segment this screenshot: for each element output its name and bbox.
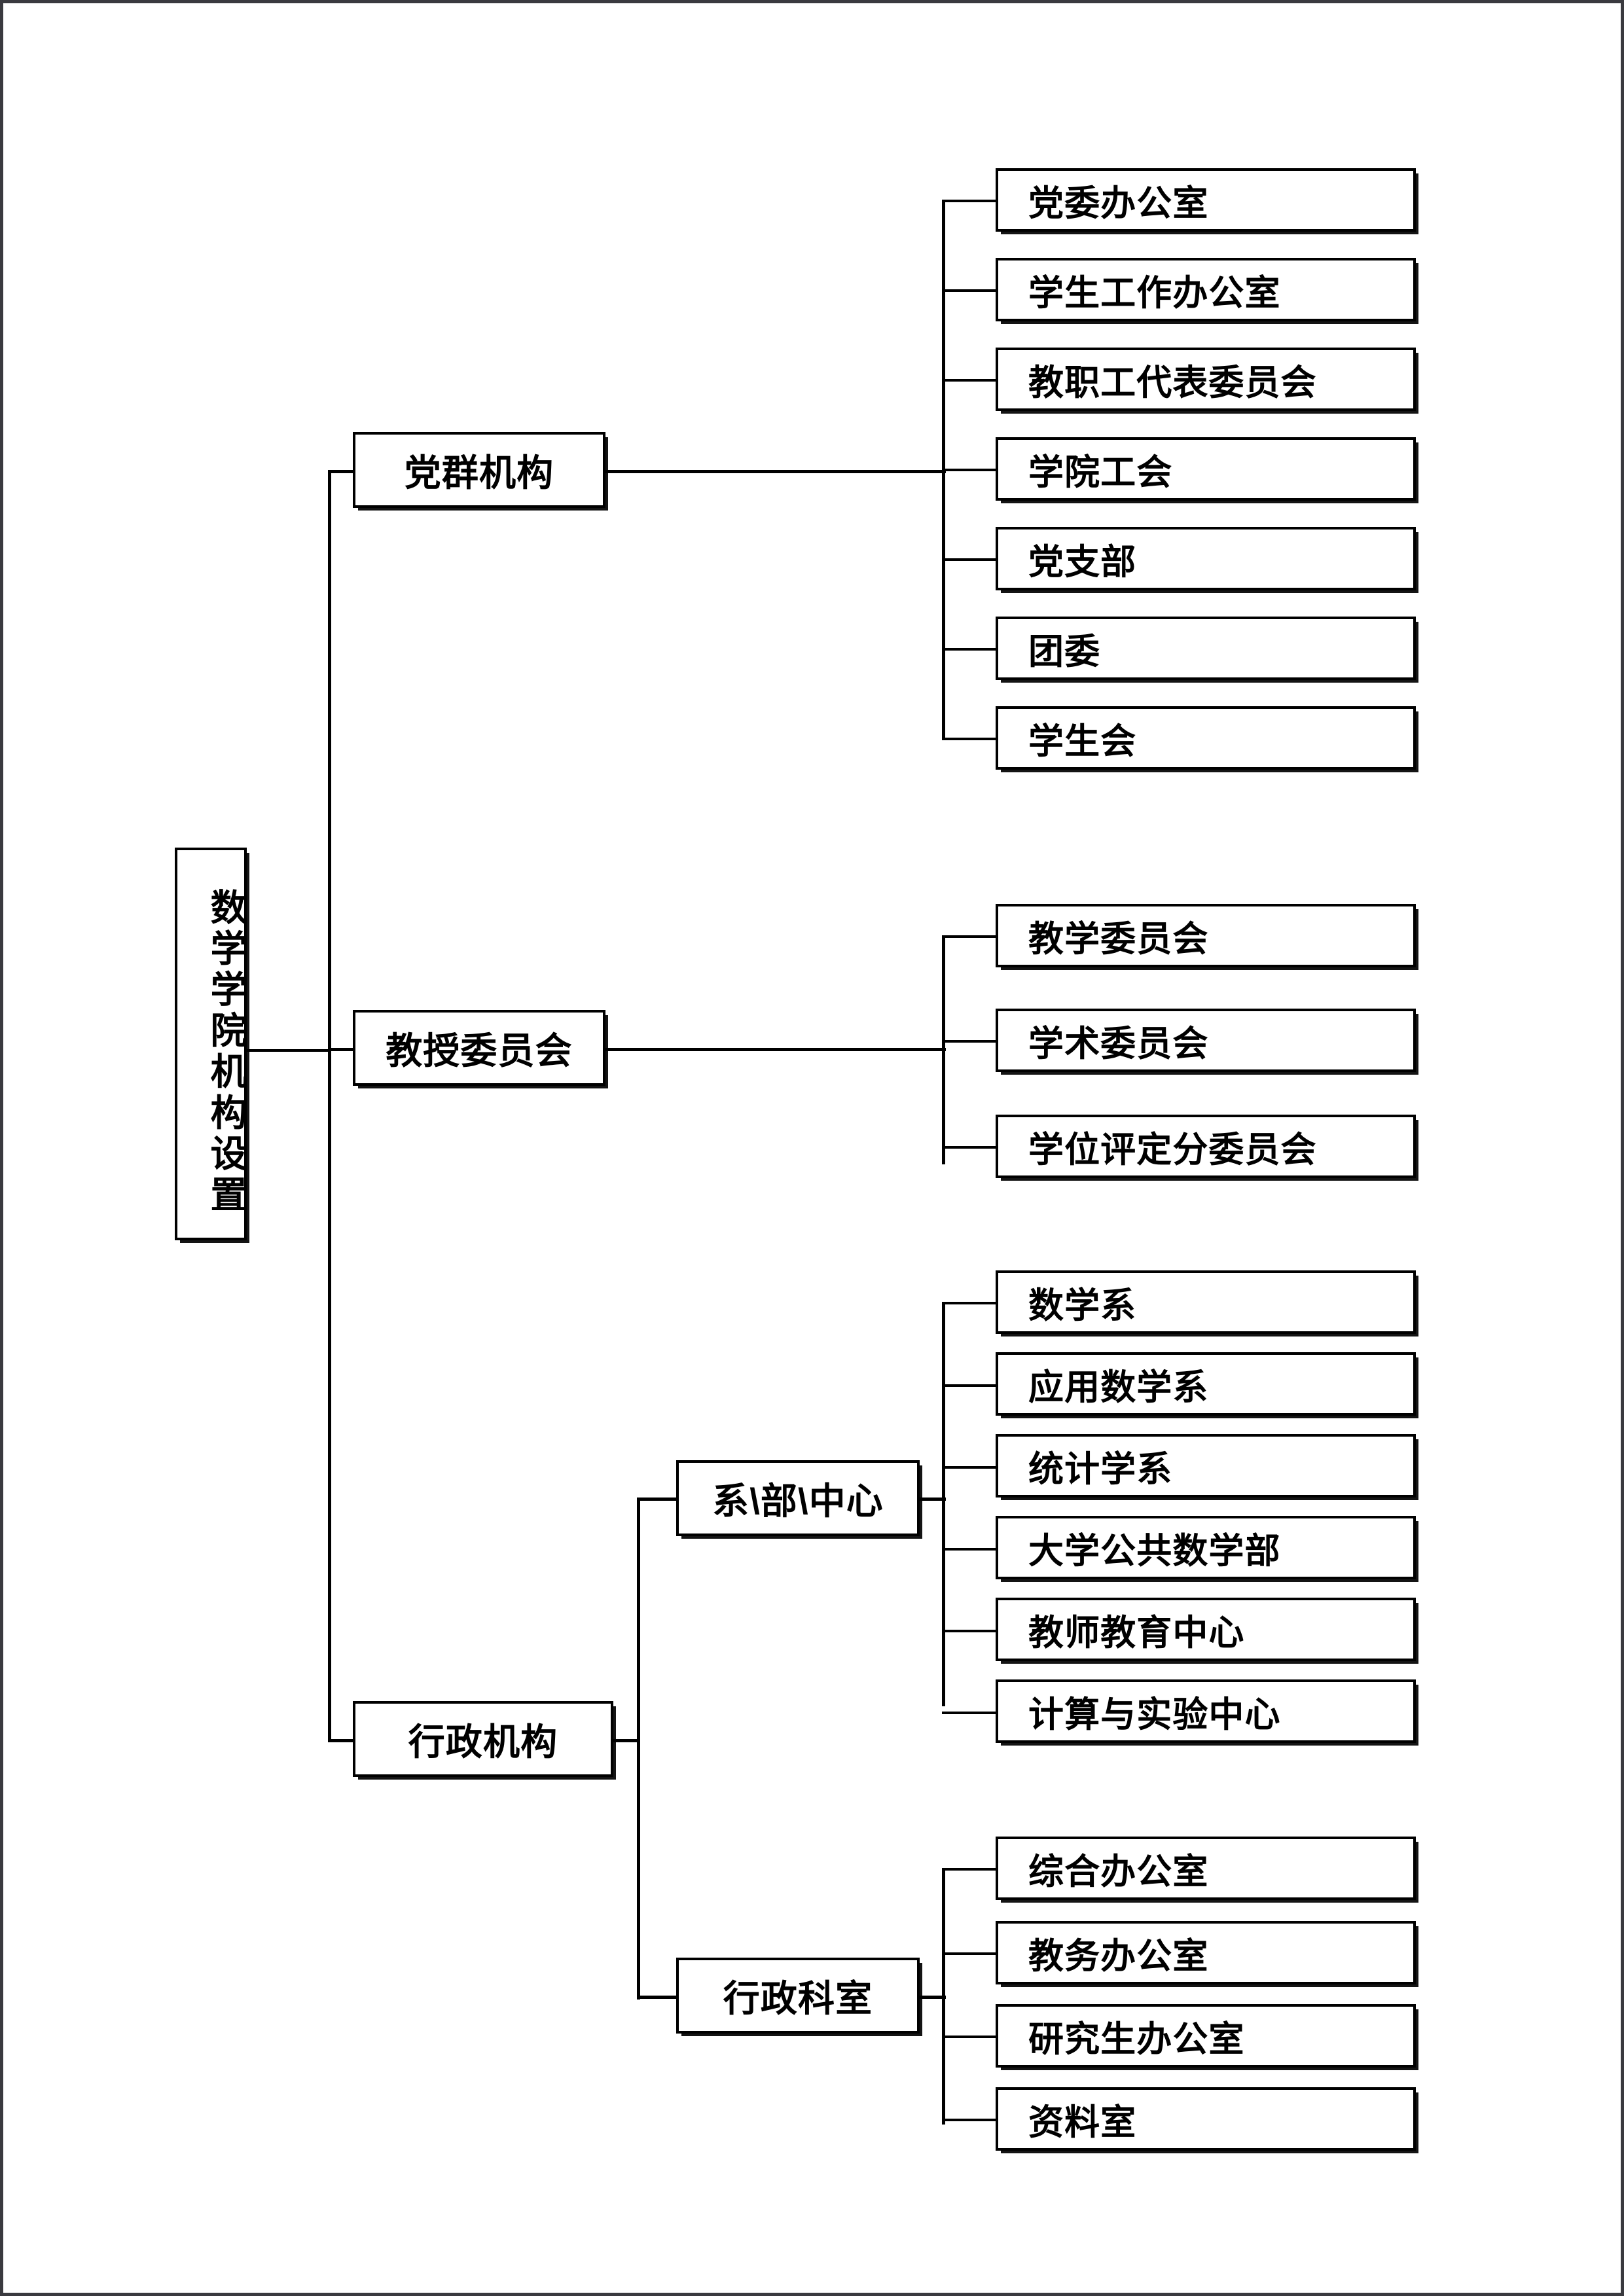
- node-leaf-student-affairs-office[interactable]: 学生工作办公室: [996, 258, 1416, 321]
- node-branch-administrative[interactable]: 行政机构: [353, 1701, 613, 1777]
- connector-leaf-stub-1-6: [942, 648, 998, 651]
- connector-leaf-stub-3-3: [942, 1466, 998, 1469]
- connector-leaf-stub-2-2: [942, 1040, 998, 1043]
- connector-main-trunk: [328, 471, 331, 1741]
- connector-root-to-trunk: [226, 1049, 331, 1052]
- connector-leaf-trunk-group-2: [942, 937, 945, 1164]
- node-leaf-degree-evaluation-subcommittee[interactable]: 学位评定分委员会: [996, 1115, 1416, 1178]
- connector-subtrunk-to-subgroup-2: [637, 1996, 676, 1999]
- connector-branch-1-to-leaf-trunk: [605, 470, 946, 473]
- node-leaf-academic-committee[interactable]: 学术委员会: [996, 1009, 1416, 1072]
- connector-leaf-stub-3-1: [942, 1302, 998, 1304]
- node-leaf-general-office[interactable]: 综合办公室: [996, 1837, 1416, 1900]
- connector-leaf-stub-3-2: [942, 1384, 998, 1387]
- connector-leaf-trunk-group-4: [942, 1869, 945, 2125]
- node-leaf-graduate-office[interactable]: 研究生办公室: [996, 2004, 1416, 2068]
- connector-trunk-to-branch-3: [328, 1739, 354, 1742]
- connector-leaf-stub-4-3: [942, 2036, 998, 2038]
- node-leaf-university-public-math-division[interactable]: 大学公共数学部: [996, 1516, 1416, 1579]
- connector-leaf-stub-4-1: [942, 1868, 998, 1871]
- node-leaf-applied-mathematics-department[interactable]: 应用数学系: [996, 1352, 1416, 1416]
- connector-leaf-stub-2-1: [942, 935, 998, 938]
- org-chart-canvas: 数学学院机构设置 党群机构 教授委员会 行政机构 系\部\中心 行政科室 党委办…: [3, 3, 1621, 2293]
- connector-branch-3-to-subtrunk: [613, 1739, 640, 1742]
- node-leaf-teacher-education-center[interactable]: 教师教育中心: [996, 1598, 1416, 1661]
- connector-leaf-stub-2-3: [942, 1146, 998, 1149]
- node-branch-professor-committee[interactable]: 教授委员会: [353, 1010, 605, 1086]
- node-branch-party-mass[interactable]: 党群机构: [353, 432, 605, 508]
- connector-subgroup-2-to-leaf-trunk: [920, 1996, 946, 1999]
- connector-trunk-to-branch-1: [328, 470, 354, 473]
- connector-leaf-stub-1-5: [942, 558, 998, 561]
- node-leaf-party-branch[interactable]: 党支部: [996, 527, 1416, 590]
- connector-leaf-stub-3-5: [942, 1630, 998, 1632]
- connector-leaf-stub-4-2: [942, 1952, 998, 1955]
- connector-leaf-stub-3-4: [942, 1548, 998, 1551]
- connector-leaf-stub-1-1: [942, 200, 998, 202]
- node-leaf-student-union[interactable]: 学生会: [996, 706, 1416, 770]
- node-leaf-statistics-department[interactable]: 统计学系: [996, 1434, 1416, 1498]
- connector-subtrunk: [637, 1499, 640, 2000]
- connector-branch-2-to-leaf-trunk: [605, 1048, 946, 1051]
- node-leaf-academic-affairs-office[interactable]: 教务办公室: [996, 1921, 1416, 1984]
- connector-leaf-stub-1-2: [942, 289, 998, 292]
- connector-leaf-stub-1-4: [942, 469, 998, 471]
- node-subgroup-departments-centers[interactable]: 系\部\中心: [676, 1460, 920, 1536]
- connector-leaf-trunk-group-3: [942, 1303, 945, 1706]
- node-leaf-youth-league-committee[interactable]: 团委: [996, 617, 1416, 680]
- node-leaf-reference-room[interactable]: 资料室: [996, 2087, 1416, 2151]
- connector-subtrunk-to-subgroup-1: [637, 1498, 676, 1501]
- node-leaf-staff-representative-committee[interactable]: 教职工代表委员会: [996, 348, 1416, 411]
- connector-leaf-stub-3-6: [942, 1712, 998, 1714]
- node-leaf-mathematics-department[interactable]: 数学系: [996, 1270, 1416, 1334]
- node-leaf-party-office[interactable]: 党委办公室: [996, 168, 1416, 232]
- connector-leaf-stub-1-7: [942, 738, 998, 740]
- node-leaf-computing-experiment-center[interactable]: 计算与实验中心: [996, 1679, 1416, 1743]
- connector-leaf-stub-4-4: [942, 2119, 998, 2121]
- node-leaf-teaching-committee[interactable]: 教学委员会: [996, 904, 1416, 967]
- connector-subgroup-1-to-leaf-trunk: [920, 1498, 946, 1501]
- node-root[interactable]: 数学学院机构设置: [175, 848, 247, 1240]
- node-subgroup-admin-offices[interactable]: 行政科室: [676, 1958, 920, 2034]
- connector-trunk-to-branch-2: [328, 1048, 354, 1051]
- connector-leaf-stub-1-3: [942, 379, 998, 382]
- node-leaf-college-union[interactable]: 学院工会: [996, 437, 1416, 501]
